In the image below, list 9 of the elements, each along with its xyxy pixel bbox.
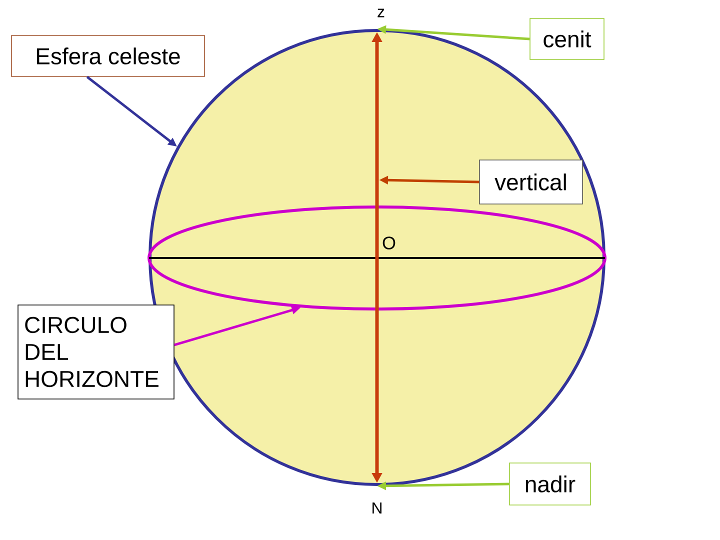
point-label: z: [378, 8, 384, 18]
label-box: Esfera celeste: [11, 35, 205, 77]
point-label: O: [382, 236, 396, 250]
label-box: CIRCULO DEL HORIZONTE: [18, 304, 174, 400]
horizon-ellipse: [148, 205, 606, 310]
label-box: vertical: [479, 160, 583, 204]
label-box: nadir: [509, 462, 591, 506]
point-label: N: [372, 502, 382, 514]
label-box: cenit: [530, 18, 604, 60]
